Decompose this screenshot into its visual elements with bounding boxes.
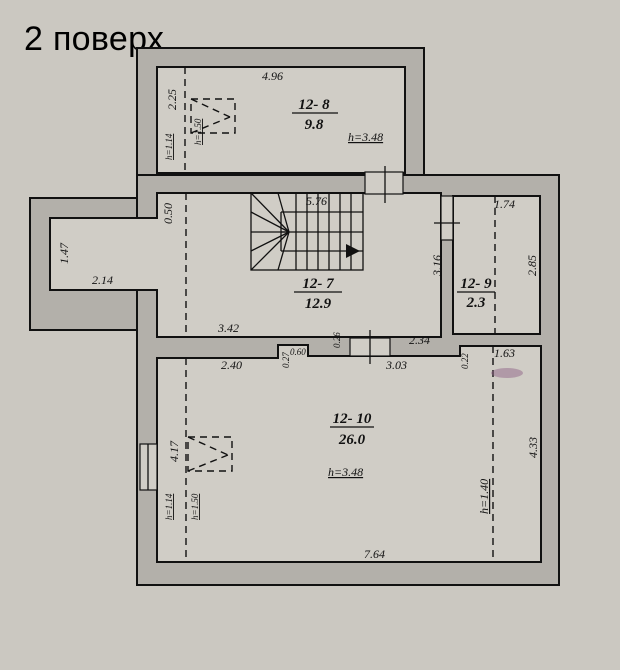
room-12-10-id: 12- 10 (333, 411, 372, 427)
dim-r9-width: 1.74 (494, 197, 515, 211)
dim-r8-sill-h: h=1.50 (193, 118, 203, 145)
dim-r10-col-h: 0.27 (281, 352, 291, 368)
dim-r7-niche-height: 1.47 (57, 242, 71, 264)
dim-r7-bottom-right: 2.34 (409, 333, 430, 347)
room-12-8 (156, 66, 406, 174)
staircase (250, 192, 364, 271)
ink-stain (491, 368, 523, 378)
dim-r7-bottom-left: 3.42 (217, 321, 239, 335)
dim-r10-door: 3.03 (385, 358, 407, 372)
dim-r8-window-h: h=1.14 (164, 133, 174, 160)
dim-r7-left-offset: 0.50 (161, 203, 175, 224)
window-12-10-left (139, 443, 158, 491)
stair-direction-arrow-icon (346, 244, 360, 258)
dim-r10-right: 4.33 (526, 437, 540, 458)
dim-r7-step: 0.26 (332, 332, 342, 348)
skylight-icon (187, 436, 233, 472)
room-12-10-height: h=3.48 (328, 465, 363, 479)
dim-r9-height: 2.85 (525, 255, 539, 276)
room-12-7-area: 12.9 (305, 296, 332, 312)
room-12-10 (156, 344, 542, 563)
dim-r10-slope-h: h=1.40 (477, 479, 491, 514)
dim-r10-left: 4.17 (167, 440, 181, 462)
room-12-9 (452, 195, 541, 335)
dim-r10-top-left: 2.40 (221, 358, 242, 372)
room-12-9-area: 2.3 (466, 295, 486, 311)
dim-r10-bottom: 7.64 (364, 547, 385, 561)
room-12-7-id: 12- 7 (302, 276, 334, 292)
room-12-9-id: 12- 9 (460, 276, 492, 292)
dim-r10-step: 0.22 (460, 353, 470, 369)
dim-r8-width: 4.96 (262, 69, 283, 83)
room-12-8-id: 12- 8 (298, 97, 330, 113)
room-12-7 (49, 192, 442, 338)
dim-r7-right: 3.16 (430, 255, 444, 277)
dim-r10-col-w: 0.60 (290, 347, 306, 357)
dim-r10-window-h: h=1.14 (164, 493, 174, 520)
room-12-8-area: 9.8 (305, 117, 324, 133)
dim-r7-niche-width: 2.14 (92, 273, 113, 287)
door-12-8-to-12-7 (364, 166, 404, 203)
dim-r8-height: 2.25 (165, 89, 179, 110)
dim-r10-top-right: 1.63 (494, 346, 515, 360)
skylight-icon (190, 98, 236, 134)
door-12-7-to-12-10 (349, 330, 391, 364)
room-12-8-height: h=3.48 (348, 130, 383, 144)
room-12-10-area: 26.0 (338, 432, 366, 448)
dim-r10-sill-h: h=1.50 (190, 493, 200, 520)
dim-r7-top: 5.76 (306, 194, 327, 208)
door-12-7-to-12-9 (434, 195, 460, 241)
